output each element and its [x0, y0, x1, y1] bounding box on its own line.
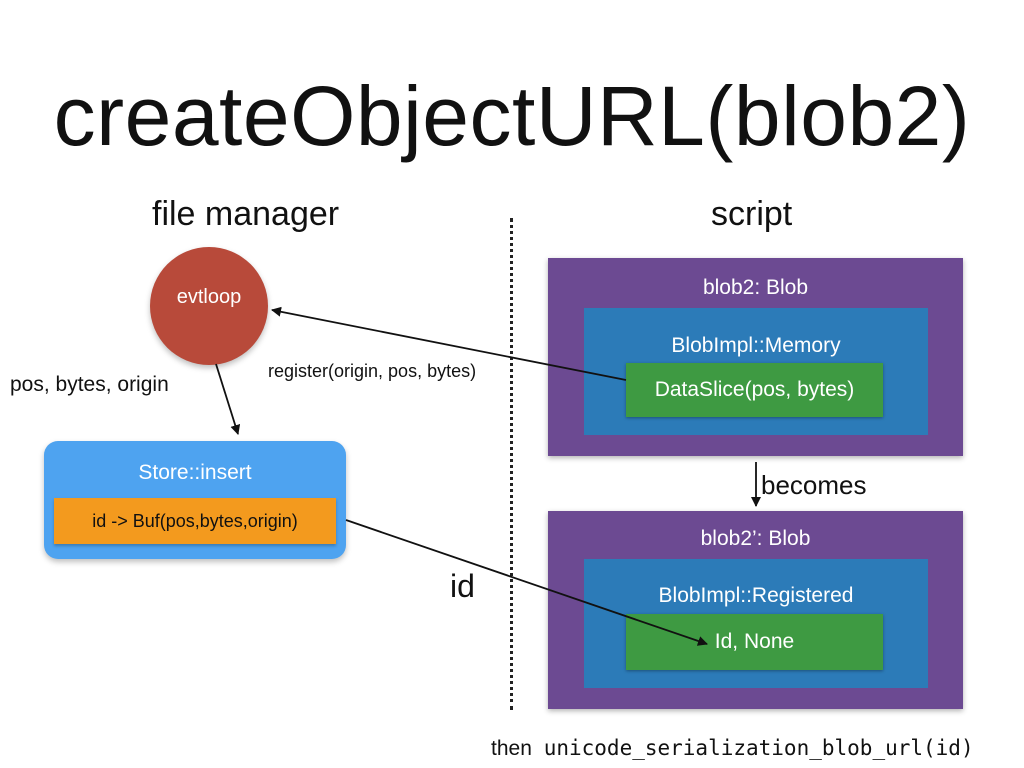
- evtloop-label: evtloop: [176, 286, 242, 308]
- blobimpl-registered-box: BlobImpl::Registered Id, None: [584, 559, 928, 688]
- register-label: register(origin, pos, bytes): [268, 361, 477, 381]
- footer-line: then unicode_serialization_blob_url(id): [491, 736, 974, 761]
- store-insert-box: Store::insert id -> Buf(pos,bytes,origin…: [44, 441, 346, 559]
- pos-bytes-origin-label: pos, bytes, origin: [10, 373, 169, 396]
- store-insert-title: Store::insert: [138, 461, 252, 484]
- evtloop-node: evtloop: [150, 247, 268, 365]
- blobimpl-registered-title: BlobImpl::Registered: [658, 584, 854, 607]
- blob2-box: blob2: Blob BlobImpl::Memory DataSlice(p…: [548, 258, 963, 456]
- footer-prefix: then: [491, 737, 532, 760]
- blob2-title: blob2: Blob: [702, 276, 809, 299]
- divider-line: [510, 218, 513, 710]
- blob2-prime-box: blob2’: Blob BlobImpl::Registered Id, No…: [548, 511, 963, 709]
- blob2-prime-title: blob2’: Blob: [700, 527, 811, 550]
- register-arrow: [271, 306, 627, 381]
- blobimpl-memory-title: BlobImpl::Memory: [671, 334, 841, 357]
- insert-arrow: [215, 363, 241, 435]
- blobimpl-memory-box: BlobImpl::Memory DataSlice(pos, bytes): [584, 308, 928, 435]
- becomes-label: becomes: [761, 470, 867, 500]
- buf-entry: id -> Buf(pos,bytes,origin): [54, 498, 336, 544]
- script-heading: script: [711, 195, 793, 233]
- id-none-box: Id, None: [626, 614, 883, 670]
- dataslice-box: DataSlice(pos, bytes): [626, 363, 883, 417]
- footer-code: unicode_serialization_blob_url(id): [543, 736, 974, 760]
- slide-title: createObjectURL(blob2): [53, 69, 971, 163]
- file-manager-heading: file manager: [152, 195, 340, 233]
- id-arrow: [345, 519, 708, 646]
- id-label: id: [450, 568, 475, 604]
